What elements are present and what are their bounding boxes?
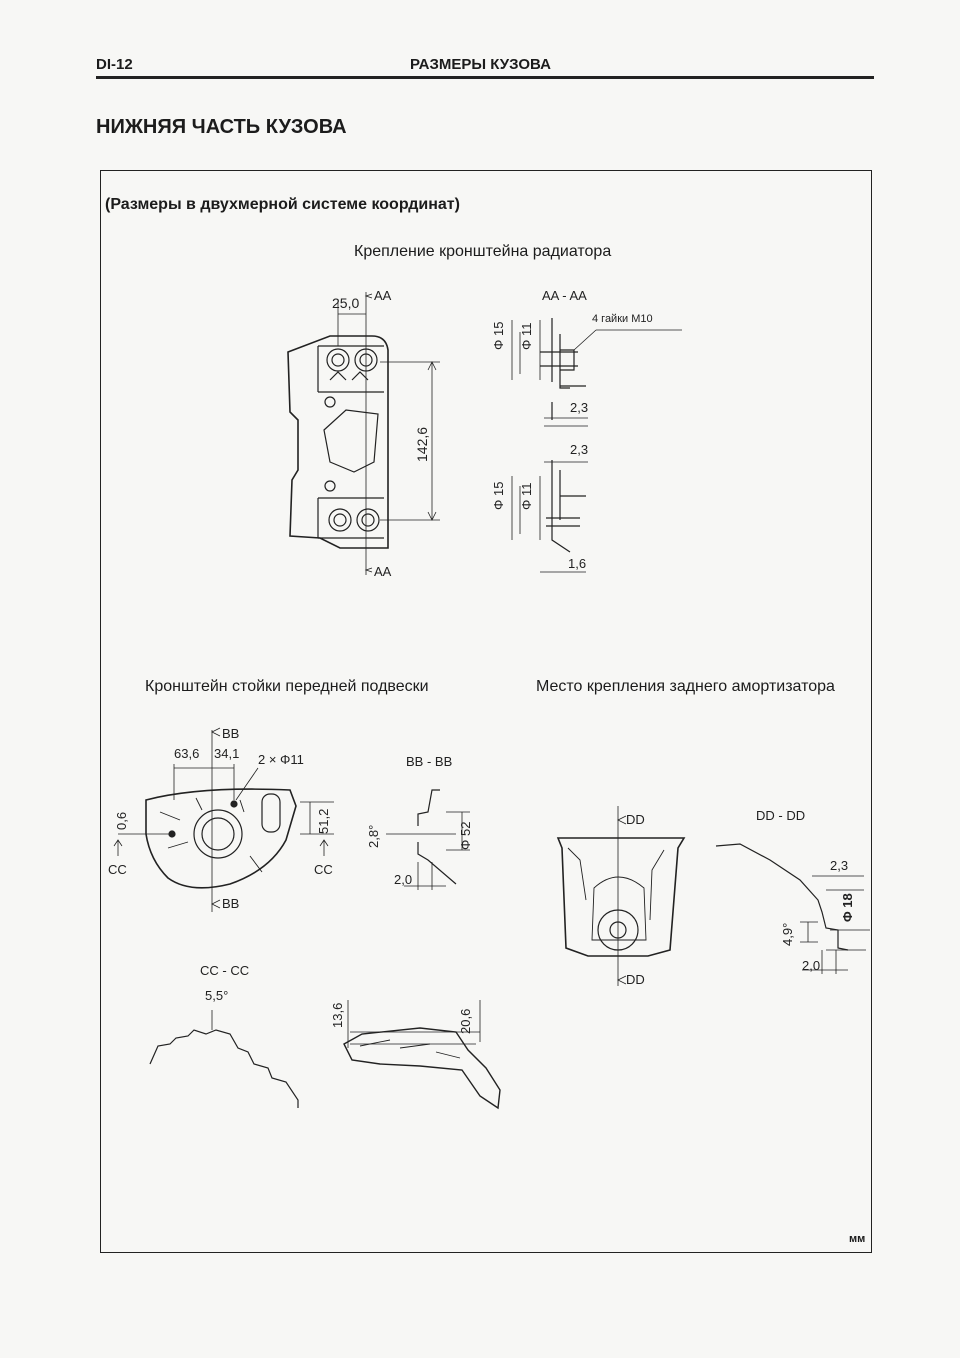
radiator-dia-small-bottom: Φ 11	[519, 483, 534, 510]
strut-dim-h2: 20,6	[458, 1009, 473, 1034]
strut-side-view	[343, 1000, 501, 1110]
strut-thickness: 2,0	[394, 872, 412, 887]
strut-section-cc-view	[149, 1010, 299, 1108]
shock-section-title: DD - DD	[756, 808, 805, 823]
shock-dim-a: 2,3	[830, 858, 848, 873]
strut-section-bb-view	[386, 789, 470, 890]
strut-section-cc-left: CC	[108, 862, 127, 877]
radiator-dia-large-top: Φ 15	[491, 322, 506, 350]
radiator-figure-title: Крепление кронштейна радиатора	[354, 243, 612, 260]
shock-dia: Φ 18	[840, 893, 855, 922]
strut-section-cc-right: CC	[314, 862, 333, 877]
strut-cc-title: CC - CC	[200, 963, 249, 978]
radiator-dia-small-top: Φ 11	[519, 323, 534, 350]
units-label: мм	[849, 1233, 866, 1245]
radiator-section-mark-top: AA	[374, 288, 392, 303]
strut-dim-left: 0,6	[114, 812, 129, 830]
strut-bracket-view	[113, 727, 334, 912]
strut-figure-title: Кронштейн стойки передней подвески	[145, 678, 429, 695]
strut-angle: 2,8°	[366, 825, 381, 848]
figure-frame	[100, 170, 872, 1253]
strut-section-bb-top: BB	[222, 726, 239, 741]
shock-section-mark-bottom: DD	[626, 972, 645, 987]
radiator-gap-top-b: 2,3	[570, 442, 588, 457]
shock-figure-title: Место крепления заднего амортизатора	[536, 678, 835, 695]
shock-section-mark-top: DD	[626, 812, 645, 827]
strut-holes-label: 2 × Φ11	[258, 752, 304, 767]
strut-dim-a: 63,6	[174, 746, 199, 761]
shock-angle: 4,9°	[780, 923, 795, 946]
page-header-title: РАЗМЕРЫ КУЗОВА	[410, 56, 551, 73]
strut-dim-h1: 13,6	[330, 1003, 345, 1028]
radiator-dia-large-bottom: Φ 15	[491, 482, 506, 510]
strut-dim-b: 34,1	[214, 746, 239, 761]
radiator-gap-top-a: 2,3	[570, 400, 588, 415]
strut-section-bb-bottom: BB	[222, 896, 239, 911]
radiator-nut-label: 4 гайки M10	[592, 313, 653, 325]
page-code: DI-12	[96, 56, 133, 73]
radiator-bracket-view	[287, 292, 440, 575]
strut-dia: Φ 52	[458, 822, 473, 850]
radiator-gap-bottom: 1,6	[568, 556, 586, 571]
radiator-section-title: AA - AA	[542, 288, 587, 303]
strut-cc-angle: 5,5°	[205, 988, 228, 1003]
strut-bb-title: BB - BB	[406, 754, 452, 769]
radiator-section-view	[511, 318, 682, 573]
shock-thickness: 2,0	[802, 958, 820, 973]
shock-mount-view	[556, 806, 686, 986]
shock-section-view	[715, 843, 870, 974]
radiator-section-mark-bottom: AA	[374, 564, 392, 579]
header-rule	[96, 76, 874, 79]
frame-caption: (Размеры в двухмерной системе координат)	[105, 196, 460, 213]
radiator-dim-height: 142,6	[414, 427, 430, 462]
radiator-dim-width: 25,0	[332, 295, 359, 311]
strut-dim-right: 51,2	[316, 809, 331, 834]
section-title: НИЖНЯЯ ЧАСТЬ КУЗОВА	[96, 116, 347, 138]
